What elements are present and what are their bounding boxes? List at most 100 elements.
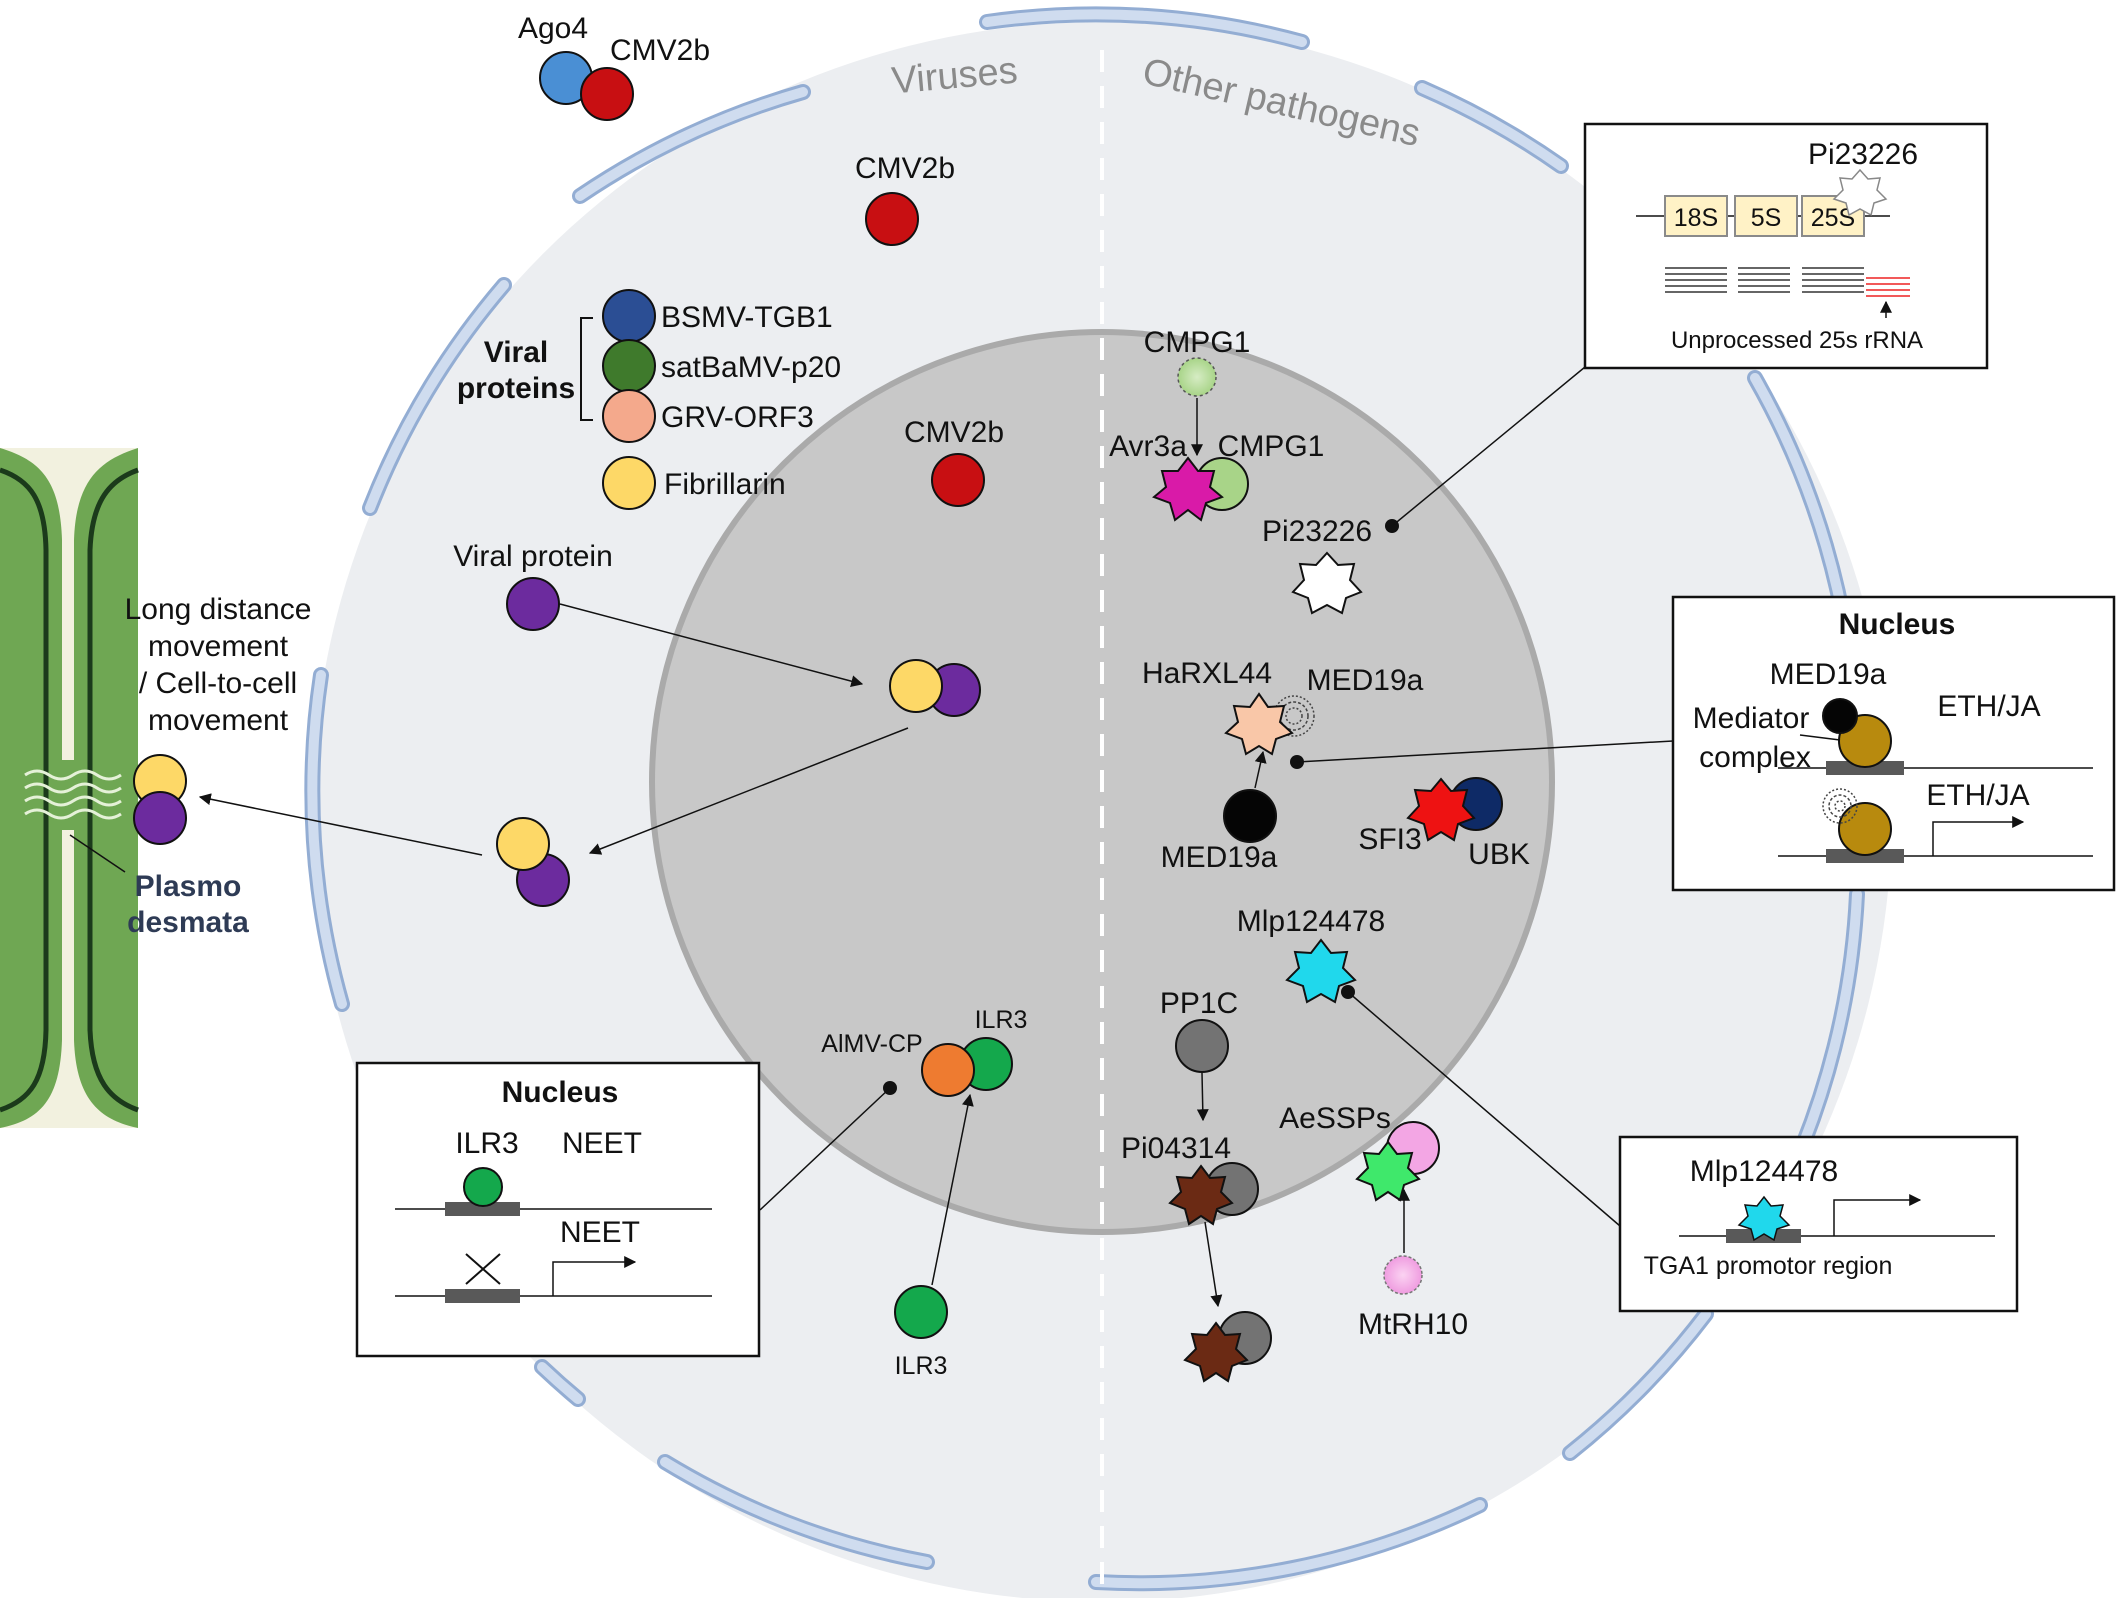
legend-label-grv-orf3: GRV-ORF3 [661,401,814,434]
satbamv-p20-swatch [602,339,656,393]
harxl44-protein [1224,692,1294,756]
viral-protein-label: Viral protein [453,540,613,573]
arrow-complex-export [588,727,909,855]
svg-text:18S: 18S [1674,204,1718,232]
rrna-gene-18s: 18S [1664,195,1728,237]
arrow-med19a-up [1254,750,1267,789]
arrow-pi04314-down [1204,1221,1223,1308]
aessps-label: AeSSPs [1279,1102,1391,1135]
arrow-ilr3-to-nucleolus [931,1093,974,1286]
viral-proteins-heading-2: proteins [457,372,575,405]
unprocessed-rrna-marks [1866,277,1910,297]
tga1-box-mlp124478-icon [1737,1195,1791,1242]
fibrillarin-exported [496,817,550,871]
cmv2b-protein-cytoplasm [865,192,919,246]
viral-protein-at-plasmodesmata [133,791,187,845]
ilr3-cytoplasm-label: ILR3 [895,1352,948,1380]
mtrh10-label: MtRH10 [1358,1308,1468,1341]
plasmodesmata [0,448,139,1128]
cmv2b-protein-nucleolus [931,453,985,507]
pi23226-protein [1291,551,1363,615]
legend-label-fibrillarin: Fibrillarin [664,468,786,501]
movement-label-3: / Cell-to-cell [139,667,297,700]
ilr3-nucleolus-label: ILR3 [975,1006,1028,1034]
avr3a-label: Avr3a [1109,430,1187,463]
viral-proteins-heading-1: Viral [484,336,549,369]
block-x-icon [465,1253,501,1285]
cmv2b-nucleolus-label: CMV2b [904,416,1004,449]
nucleus-left-ilr3-icon [463,1167,503,1207]
legend-label-satbamv-p20: satBaMV-p20 [661,351,841,384]
nucleus-left-ilr3: ILR3 [455,1127,518,1160]
rrna-gene-25s: 25S [1801,195,1865,237]
nucleus-right-mediator-1: Mediator [1693,702,1810,735]
nucleus-box-left: Nucleus ILR3 NEET NEET [355,1061,761,1358]
aessps-protein [1355,1140,1421,1202]
tga1-promotor-box: Mlp124478 TGA1 promotor region [1618,1135,2019,1313]
connector-pi23226-to-rrna-box [1391,366,1586,527]
ilr3-free [894,1285,948,1339]
cmv2b-outside-label: CMV2b [610,34,710,67]
sfi3-protein [1406,777,1476,842]
mediator-complex-bottom-icon [1838,802,1892,856]
nucleus-right-mediator-2: complex [1699,741,1811,774]
pi04314-relocated [1183,1321,1249,1383]
rrna-box-pi23226-icon [1832,168,1888,217]
movement-label-2: movement [148,630,289,663]
nucleus-right-eth-ja-bottom: ETH/JA [1926,779,2029,812]
aimv-cp-label: AlMV-CP [821,1030,922,1058]
connector-harxl44-to-nucleus-box [1296,740,1674,763]
med19a-degraded-box-icon [1822,788,1858,824]
plasmodesmata-channel-icon [24,769,122,820]
bsmv-tgb1-swatch [602,289,656,343]
pi04314-protein [1168,1164,1234,1226]
connector-aimv-to-nucleus-box [759,1087,891,1211]
nucleus-left-title: Nucleus [502,1076,619,1109]
legend-label-bsmv-tgb1: BSMV-TGB1 [661,301,833,334]
nucleus-left-neet-bottom: NEET [560,1216,640,1249]
pp1c-protein [1175,1019,1229,1073]
ubk-label: UBK [1468,838,1530,871]
sfi3-label: SFI3 [1358,823,1421,856]
connector-mlp124478-to-tga1-box [1347,991,1621,1227]
cmv2b-protein-outside [580,67,634,121]
avr3a-protein [1152,456,1224,522]
arrow-complex-to-plasmodesmata [198,793,483,856]
nucleus-right-title: Nucleus [1839,608,1956,641]
plasmodesmata-label-1: Plasmo [135,870,242,903]
rrna-box-caption: Unprocessed 25s rRNA [1671,327,1923,354]
tga1-box-caption: TGA1 promotor region [1644,1252,1893,1280]
nucleus-right-eth-ja-top: ETH/JA [1937,690,2040,723]
ago4-label: Ago4 [518,12,588,45]
arrow-viral-protein-to-nucleolus [559,603,864,688]
rrna-transcripts [1665,267,1864,293]
med19a-bottom-label: MED19a [1161,841,1278,874]
grv-orf3-swatch [602,389,656,443]
pp1c-label: PP1C [1160,987,1238,1020]
pi23226-label: Pi23226 [1262,515,1372,548]
pi04314-label: Pi04314 [1121,1132,1231,1165]
mlp124478-label: Mlp124478 [1237,905,1385,938]
rrna-processing-box: Pi23226 18S 5S 25S [1583,122,1989,370]
plasmodesmata-label-2: desmata [127,906,249,939]
nucleus-left-neet-top: NEET [562,1127,642,1160]
tga1-box-mlp124478: Mlp124478 [1690,1155,1838,1188]
nucleus-right-med19a: MED19a [1770,658,1887,691]
cmpg1-top-label: CMPG1 [1144,326,1251,359]
mlp124478-protein [1285,938,1357,1004]
med19a-top-label: MED19a [1307,664,1424,697]
nucleus-box-right: Nucleus MED19a Mediator complex ETH/JA E… [1671,595,2116,892]
arrow-pp1c-down [1196,1072,1209,1122]
harxl44-label: HaRXL44 [1142,657,1272,690]
aimv-cp-protein [921,1043,975,1097]
fibrillarin-in-complex [889,659,943,713]
rrna-gene-5s: 5S [1734,195,1798,237]
mtrh10-protein [1383,1255,1423,1295]
med19a-protein [1223,789,1277,843]
cmv2b-cytoplasm-label: CMV2b [855,152,955,185]
cmpg1-label: CMPG1 [1218,430,1325,463]
viral-proteins-legend: Viral proteins BSMV-TGB1 satBaMV-p20 GRV… [457,289,841,510]
movement-label-1: Long distance [125,593,312,626]
cmpg1-free [1177,357,1217,397]
